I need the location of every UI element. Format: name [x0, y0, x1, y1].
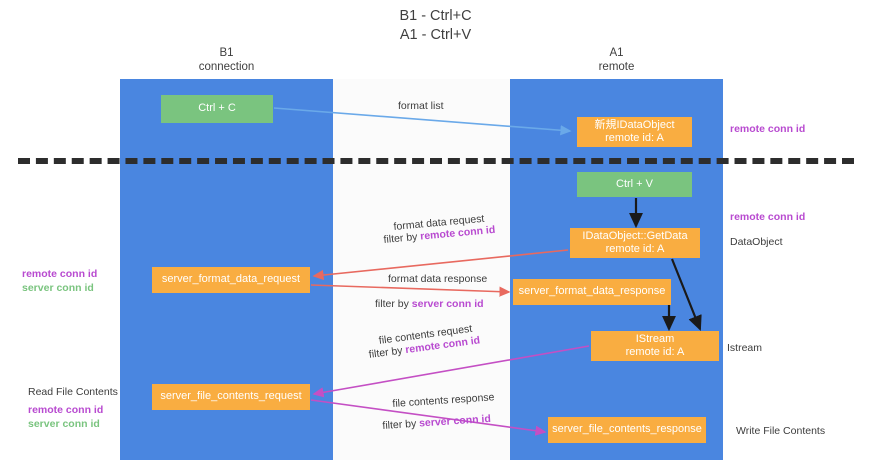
edge-label-format-data-response: format data response: [388, 272, 487, 286]
edge-label-format-list-text: format list: [398, 100, 444, 112]
server-conn-id-token: server conn id: [411, 298, 484, 310]
edge-label-format-data-response-text: format data response: [388, 273, 488, 285]
lane-header-a1-name: A1: [609, 47, 624, 59]
node-ctrl-v-label: Ctrl + V: [616, 177, 653, 190]
node-server-format-data-request-label: server_format_data_request: [161, 273, 301, 286]
annotation-right-remote-conn-id-mid: remote conn id: [730, 211, 805, 225]
annotation-left-remote-conn-id: remote conn id: [22, 268, 98, 280]
title-line-1: B1 - Ctrl+C: [399, 8, 472, 24]
annotation-right-istream: Istream: [727, 342, 762, 356]
node-server-format-data-request[interactable]: server_format_data_request: [152, 267, 310, 293]
lane-header-b1-subtitle: connection: [198, 60, 255, 73]
node-ctrl-v[interactable]: Ctrl + V: [577, 172, 692, 197]
annotation-left-conn-ids: remote conn id server conn id: [22, 268, 97, 295]
annotation-right-remote-conn-id-mid-text: remote conn id: [730, 211, 806, 223]
node-idataobject[interactable]: 新規IDataObject remote id: A: [577, 117, 692, 147]
annotation-read-file-contents: Read File Contents: [28, 386, 118, 398]
annotation-left-read-file-contents: Read File Contents: [28, 386, 118, 400]
lane-header-b1-name: B1: [219, 47, 234, 59]
node-server-file-contents-response[interactable]: server_file_contents_response: [548, 417, 706, 443]
phase-separator: [18, 158, 854, 164]
annotation-left-bottom-conn-ids: remote conn id server conn id: [28, 404, 103, 431]
node-server-file-contents-request[interactable]: server_file_contents_request: [152, 384, 310, 410]
node-idataobject-label: 新規IDataObject: [594, 118, 675, 131]
edge-label-format-data-response-filter: filter by server conn id: [375, 297, 484, 311]
node-server-file-contents-response-label: server_file_contents_response: [552, 423, 702, 436]
node-server-format-data-response-label: server_format_data_response: [518, 285, 666, 298]
annotation-left-server-conn-id: server conn id: [22, 281, 94, 294]
node-ctrl-c-label: Ctrl + C: [198, 102, 236, 115]
node-getdata-sub: remote id: A: [605, 243, 665, 255]
node-istream-label: IStream: [635, 332, 675, 345]
annotation-right-dataobject-text: DataObject: [730, 236, 783, 248]
node-istream[interactable]: IStream remote id: A: [591, 331, 719, 361]
annotation-left-bottom-server-conn-id: server conn id: [28, 417, 100, 430]
annotation-left-bottom-remote-conn-id: remote conn id: [28, 404, 104, 416]
node-server-file-contents-request-label: server_file_contents_request: [160, 390, 302, 403]
annotation-right-write-file-contents: Write File Contents: [736, 425, 825, 439]
node-server-format-data-response[interactable]: server_format_data_response: [513, 279, 671, 305]
node-getdata[interactable]: IDataObject::GetData remote id: A: [570, 228, 700, 258]
filter-by-prefix: filter by: [375, 298, 412, 310]
lane-header-a1-subtitle: remote: [598, 60, 635, 73]
node-getdata-label: IDataObject::GetData: [582, 229, 688, 242]
lane-header-b1: B1 connection: [120, 47, 333, 74]
edge-label-format-list: format list: [398, 99, 444, 113]
node-istream-sub: remote id: A: [625, 346, 685, 358]
node-idataobject-sub: remote id: A: [605, 132, 664, 144]
node-ctrl-c[interactable]: Ctrl + C: [161, 95, 273, 123]
title-line-2: A1 - Ctrl+V: [399, 27, 472, 43]
annotation-right-istream-text: Istream: [727, 342, 763, 354]
lane-header-a1: A1 remote: [510, 47, 723, 74]
annotation-right-remote-conn-id-top: remote conn id: [730, 123, 805, 137]
annotation-right-dataobject: DataObject: [730, 236, 783, 250]
filter-by-prefix: filter by: [383, 230, 421, 246]
annotation-right-remote-conn-id-top-text: remote conn id: [730, 123, 806, 135]
annotation-right-write-file-contents-text: Write File Contents: [736, 425, 826, 437]
filter-by-prefix: filter by: [382, 417, 420, 432]
page-title: B1 - Ctrl+C A1 - Ctrl+V: [0, 7, 871, 45]
